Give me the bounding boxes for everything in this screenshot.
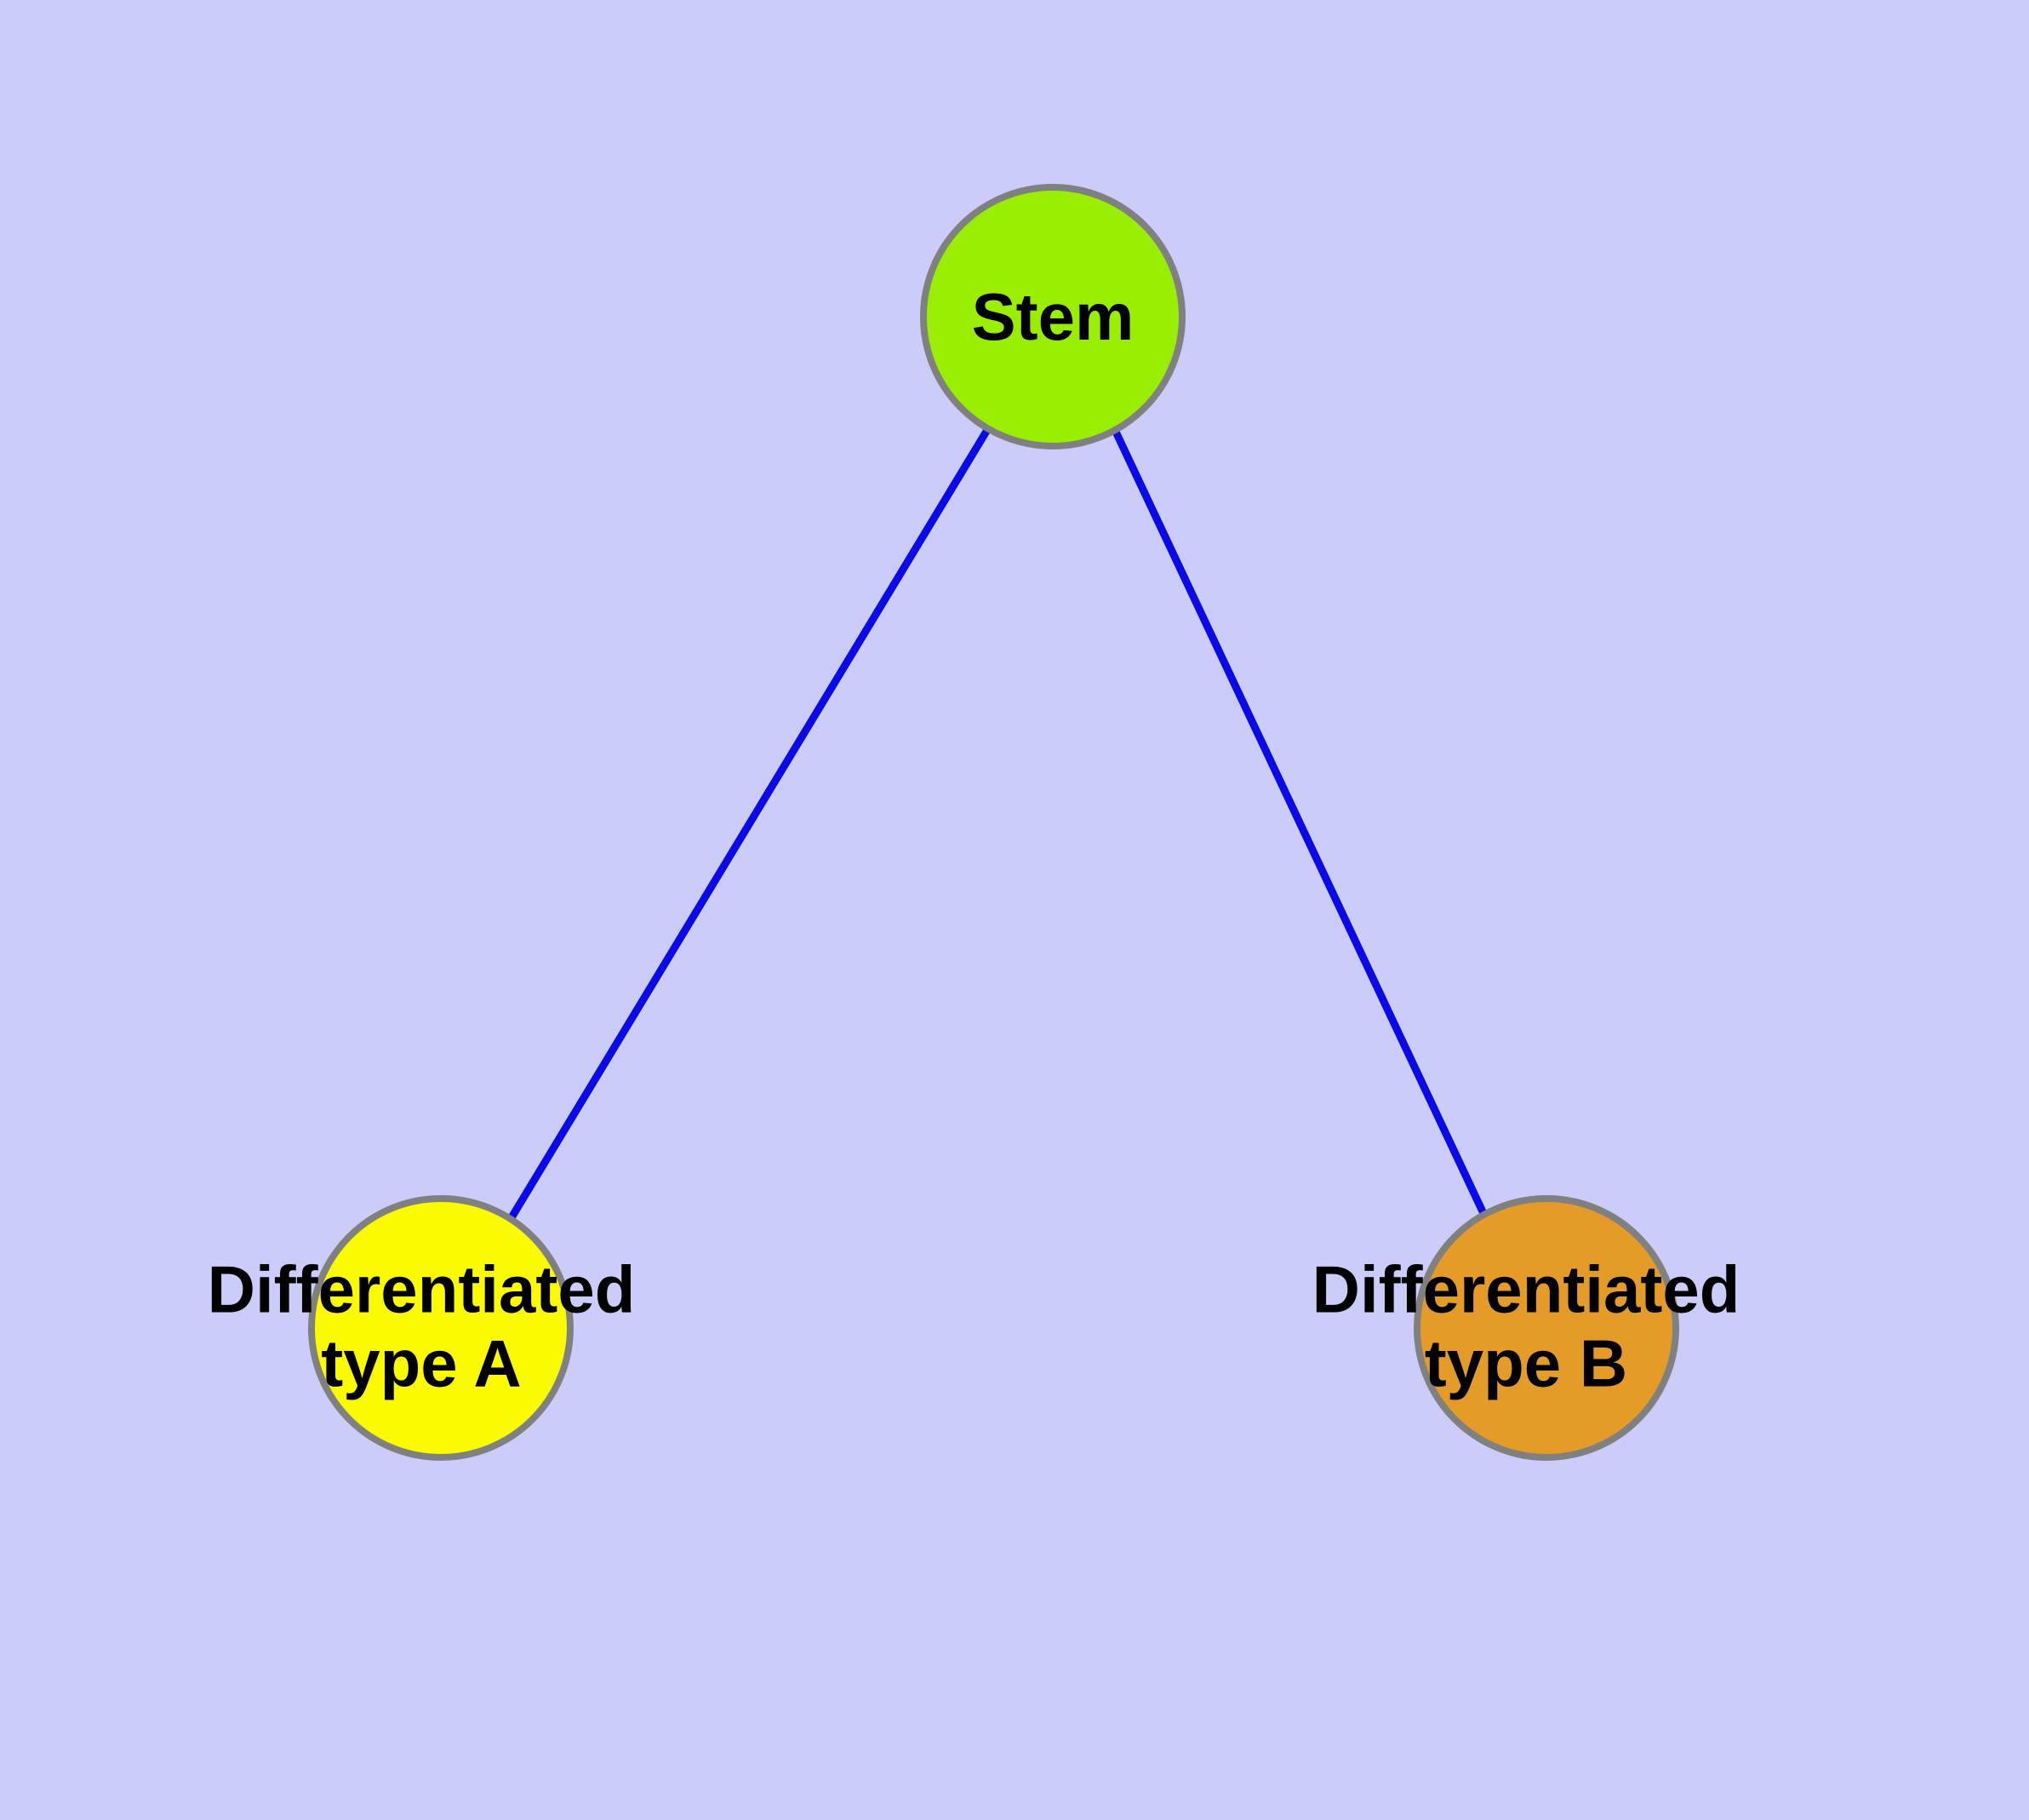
edge-stem-diff-a	[507, 427, 991, 1222]
node-label-stem: Stem	[972, 279, 1135, 354]
edge-stem-diff-b	[1111, 428, 1492, 1224]
node-circle-diff_b[interactable]	[1414, 1195, 1679, 1461]
node-label-line: Differentiated	[208, 1251, 636, 1326]
node-label-line: Differentiated	[1312, 1251, 1740, 1326]
node-label-line: Stem	[972, 279, 1135, 354]
edges-layer	[507, 427, 1492, 1224]
graph-node-stem[interactable]: Stem	[920, 184, 1186, 449]
node-label-line: type A	[321, 1326, 522, 1401]
node-circle-diff_a[interactable]	[308, 1195, 574, 1461]
node-circle-stem[interactable]	[920, 184, 1186, 449]
node-label-line: type B	[1425, 1326, 1627, 1401]
